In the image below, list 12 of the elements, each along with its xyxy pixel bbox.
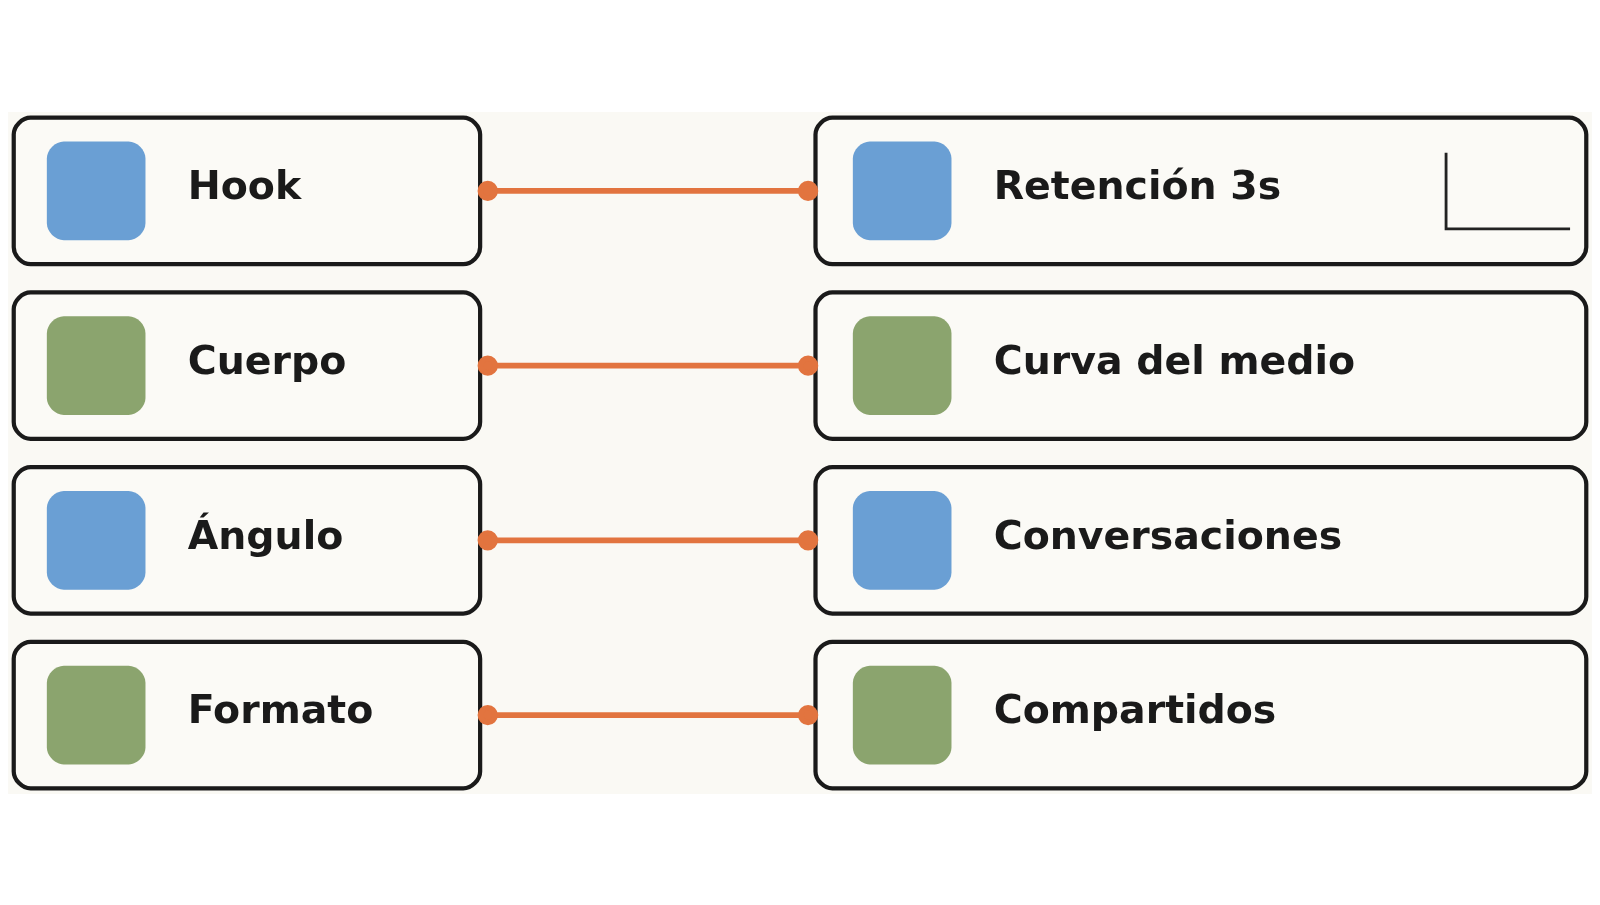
node-box: Ángulo: [11, 464, 483, 616]
connector: [477, 180, 819, 201]
connector: [477, 355, 819, 376]
connector: [477, 529, 819, 550]
node-box: Cuerpo: [11, 289, 483, 441]
node-box: Curva del medio: [813, 289, 1589, 441]
connector: [477, 704, 819, 725]
node-box: Retención 3s: [813, 115, 1589, 266]
node-box: Formato: [11, 639, 483, 790]
node-box: Conversaciones: [813, 464, 1589, 616]
node-box: Compartidos: [813, 639, 1589, 790]
node-box: Hook: [11, 115, 483, 266]
